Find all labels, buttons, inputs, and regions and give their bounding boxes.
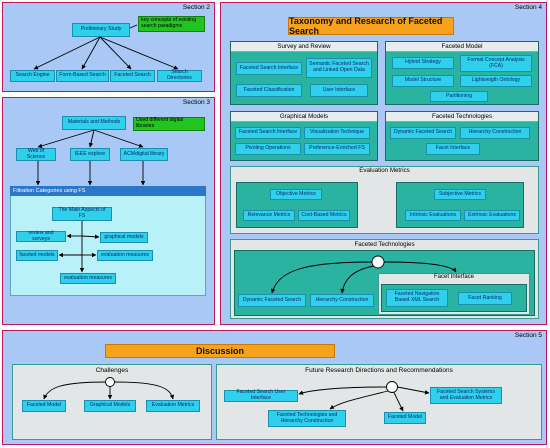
faceted-search-box: Faceted Search [110,70,155,82]
section-2-note: key concepts of existing search paradigm… [138,16,205,32]
subjective-metrics-box: Subjective Metrics [434,189,486,200]
evaluation-measures-box-1: evaluation measures [97,250,153,261]
survey-item-faceted-search-interface: Faceted Search Interface [236,62,302,75]
future-research-title: Future Research Directions and Recommend… [305,367,453,374]
survey-review-title: Survey and Review [231,42,377,52]
acm-library-box: ACMdigital library [120,148,168,161]
faceted-model-hybrid-strategy: Hybrid Strategy [392,57,454,69]
faceted-tech-top-title: Faceted Technologies [386,112,538,122]
ieee-explore-box: IEEE explore [70,148,110,161]
future-faceted-technologies-hierarchy: Faceted Technologies and Hierarchy Const… [268,410,346,427]
tech-top-facet-interface: Facet Interface [426,143,480,155]
intrinsic-evaluations-box: Intrinsic Evaluations [405,210,461,221]
section-5-title: Discussion [105,344,335,358]
future-faceted-search-ui: Faceted Search User Interface [224,389,298,402]
evaluation-metrics-title: Evaluation Metrics [359,167,410,174]
challenge-graphical-models: Graphical Models [84,400,136,412]
faceted-model-structure: Model Structure [392,75,454,87]
graphical-item-visualization-technique: Visualization Technique [304,127,370,139]
survey-item-faceted-classification: Faceted Classification [236,84,302,97]
review-surveys-box: review and surveys [16,230,66,242]
section-4-title: Taxonomy and Research of Faceted Search [288,16,454,36]
faceted-tech-bottom-title: Faceted Technologies [354,241,415,248]
section-4-label: Section 4 [514,4,542,11]
faceted-model-title: Faceted Model [386,42,538,52]
graphical-item-pivoting-operations: Pivoting Operations [235,143,301,155]
future-faceted-model: Faceted Model [384,412,426,424]
search-engine-box: Search Engine [10,70,55,82]
filtration-title-bar: Filtration Categories using FS [10,186,206,196]
tech-top-hierarchy-construction: Hierarchy Construction [460,127,530,139]
web-of-science-box: Web of Science [16,148,56,161]
challenge-faceted-model: Faceted Model [22,400,66,412]
faceted-model-partitioning: Partitioning [430,91,488,102]
section-5-label: Section 5 [514,332,542,339]
tech-bottom-dynamic-faceted-search: Dynamic Faceted Search [238,294,306,307]
main-aspects-box: The Main Aspects of FS [52,207,112,221]
challenges-title: Challenges [95,367,129,374]
cost-based-metrics-box: Cost-Based Metrics [298,210,350,221]
faceted-model-fca: Formal Concept Analysis (FCA) [460,55,532,72]
extrinsic-evaluations-box: Extrinsic Evaluations [464,210,520,221]
survey-item-semantic-faceted-search: Semantic Faceted Search and Linked Open … [306,58,372,78]
graphical-models-title: Graphical Models [231,112,377,122]
faceted-model-lightweight-ontology: Lightweigth Ontology [460,75,532,87]
evaluation-measures-box-2: evaluation measures [60,273,116,284]
objective-metrics-box: Objective Metrics [270,189,322,200]
tech-top-dynamic-faceted-search: Dynamic Faceted Search [390,127,456,139]
form-based-search-box: Form-Based Search [56,70,109,82]
section-2-label: Section 2 [182,4,210,11]
facet-ranking-box: Facet Ranking [458,292,512,305]
relevance-metrics-box: Relevance Metrics [243,210,295,221]
preliminary-study-box: Preliminary Study [72,23,130,37]
challenge-evaluation-metrics: Evaluation Metrics [146,400,200,412]
facet-navigation-xml-search-box: Faceted Navigation Based XML Search [386,289,448,307]
graphical-item-preference-enriched-fs: Preference-Enriched FS [304,143,370,155]
search-directories-box: Search Directories [157,69,202,82]
tech-bottom-hierarchy-construction: Hierarchy Construction [310,294,374,307]
graphical-models-box: graphical models [100,232,148,243]
future-faceted-search-systems-evaluation: Faceted Search Systems and Evaluation Me… [430,387,502,404]
graphical-item-faceted-search-interface: Faceted Search Interface [235,127,301,139]
survey-item-user-interface: User Interface [310,84,368,97]
section-3-label: Section 3 [182,99,210,106]
materials-methods-box: Materials and Methods [62,116,126,130]
section-3-note: Used different digital libraries [133,117,205,131]
faceted-models-box: faceted models [16,250,58,261]
facet-interface-title: Facet Interface [433,274,475,280]
